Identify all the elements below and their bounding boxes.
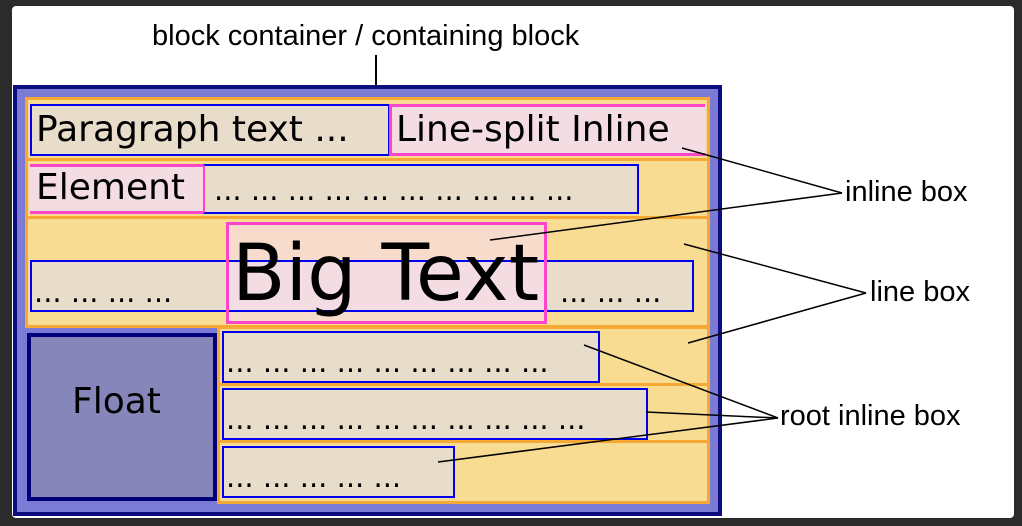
root-inline-box xyxy=(222,446,455,498)
paragraph-text: Paragraph text ... xyxy=(36,109,349,150)
inline-box-pointer xyxy=(681,147,843,194)
line-box-pointer xyxy=(687,292,867,344)
root-inline-box-pointer xyxy=(645,411,779,419)
dots-line-3-left: ... ... ... ... xyxy=(34,275,173,309)
big-text: Big Text xyxy=(232,229,540,319)
root-inline-box-label: root inline box xyxy=(780,400,961,432)
float-text: Float xyxy=(72,381,161,422)
line-box-label: line box xyxy=(870,276,970,308)
line-split-inline-text: Line-split Inline xyxy=(396,109,670,150)
element-text: Element xyxy=(36,167,186,208)
dots-line-6: ... ... ... ... ... xyxy=(226,460,402,494)
root-inline-box-pointer xyxy=(437,417,779,463)
inline-box-dots xyxy=(203,164,639,214)
inline-box-element xyxy=(30,164,206,214)
line-box-pointer xyxy=(683,243,867,294)
root-inline-box xyxy=(222,388,648,440)
dots-line-5: ... ... ... ... ... ... ... ... ... ... xyxy=(226,402,586,436)
dots-line-2: ... ... ... ... ... ... ... ... ... ... xyxy=(214,173,574,207)
block-container-label: block container / containing block xyxy=(152,20,580,52)
inline-box-label: inline box xyxy=(845,176,968,208)
inline-box-line-split xyxy=(389,104,705,156)
inline-box-big-text-inner xyxy=(229,260,544,312)
dots-line-4: ... ... ... ... ... ... ... ... ... xyxy=(226,345,549,379)
float-box xyxy=(27,333,217,501)
inline-box-dots-right xyxy=(544,260,694,312)
dots-line-3-right: ... ... ... xyxy=(560,275,662,309)
inline-box-pointer xyxy=(489,192,843,241)
inline-box-dots-left xyxy=(30,260,230,312)
root-inline-box-pointer xyxy=(583,344,779,419)
root-inline-box xyxy=(222,331,600,383)
inline-box-paragraph xyxy=(30,104,390,156)
